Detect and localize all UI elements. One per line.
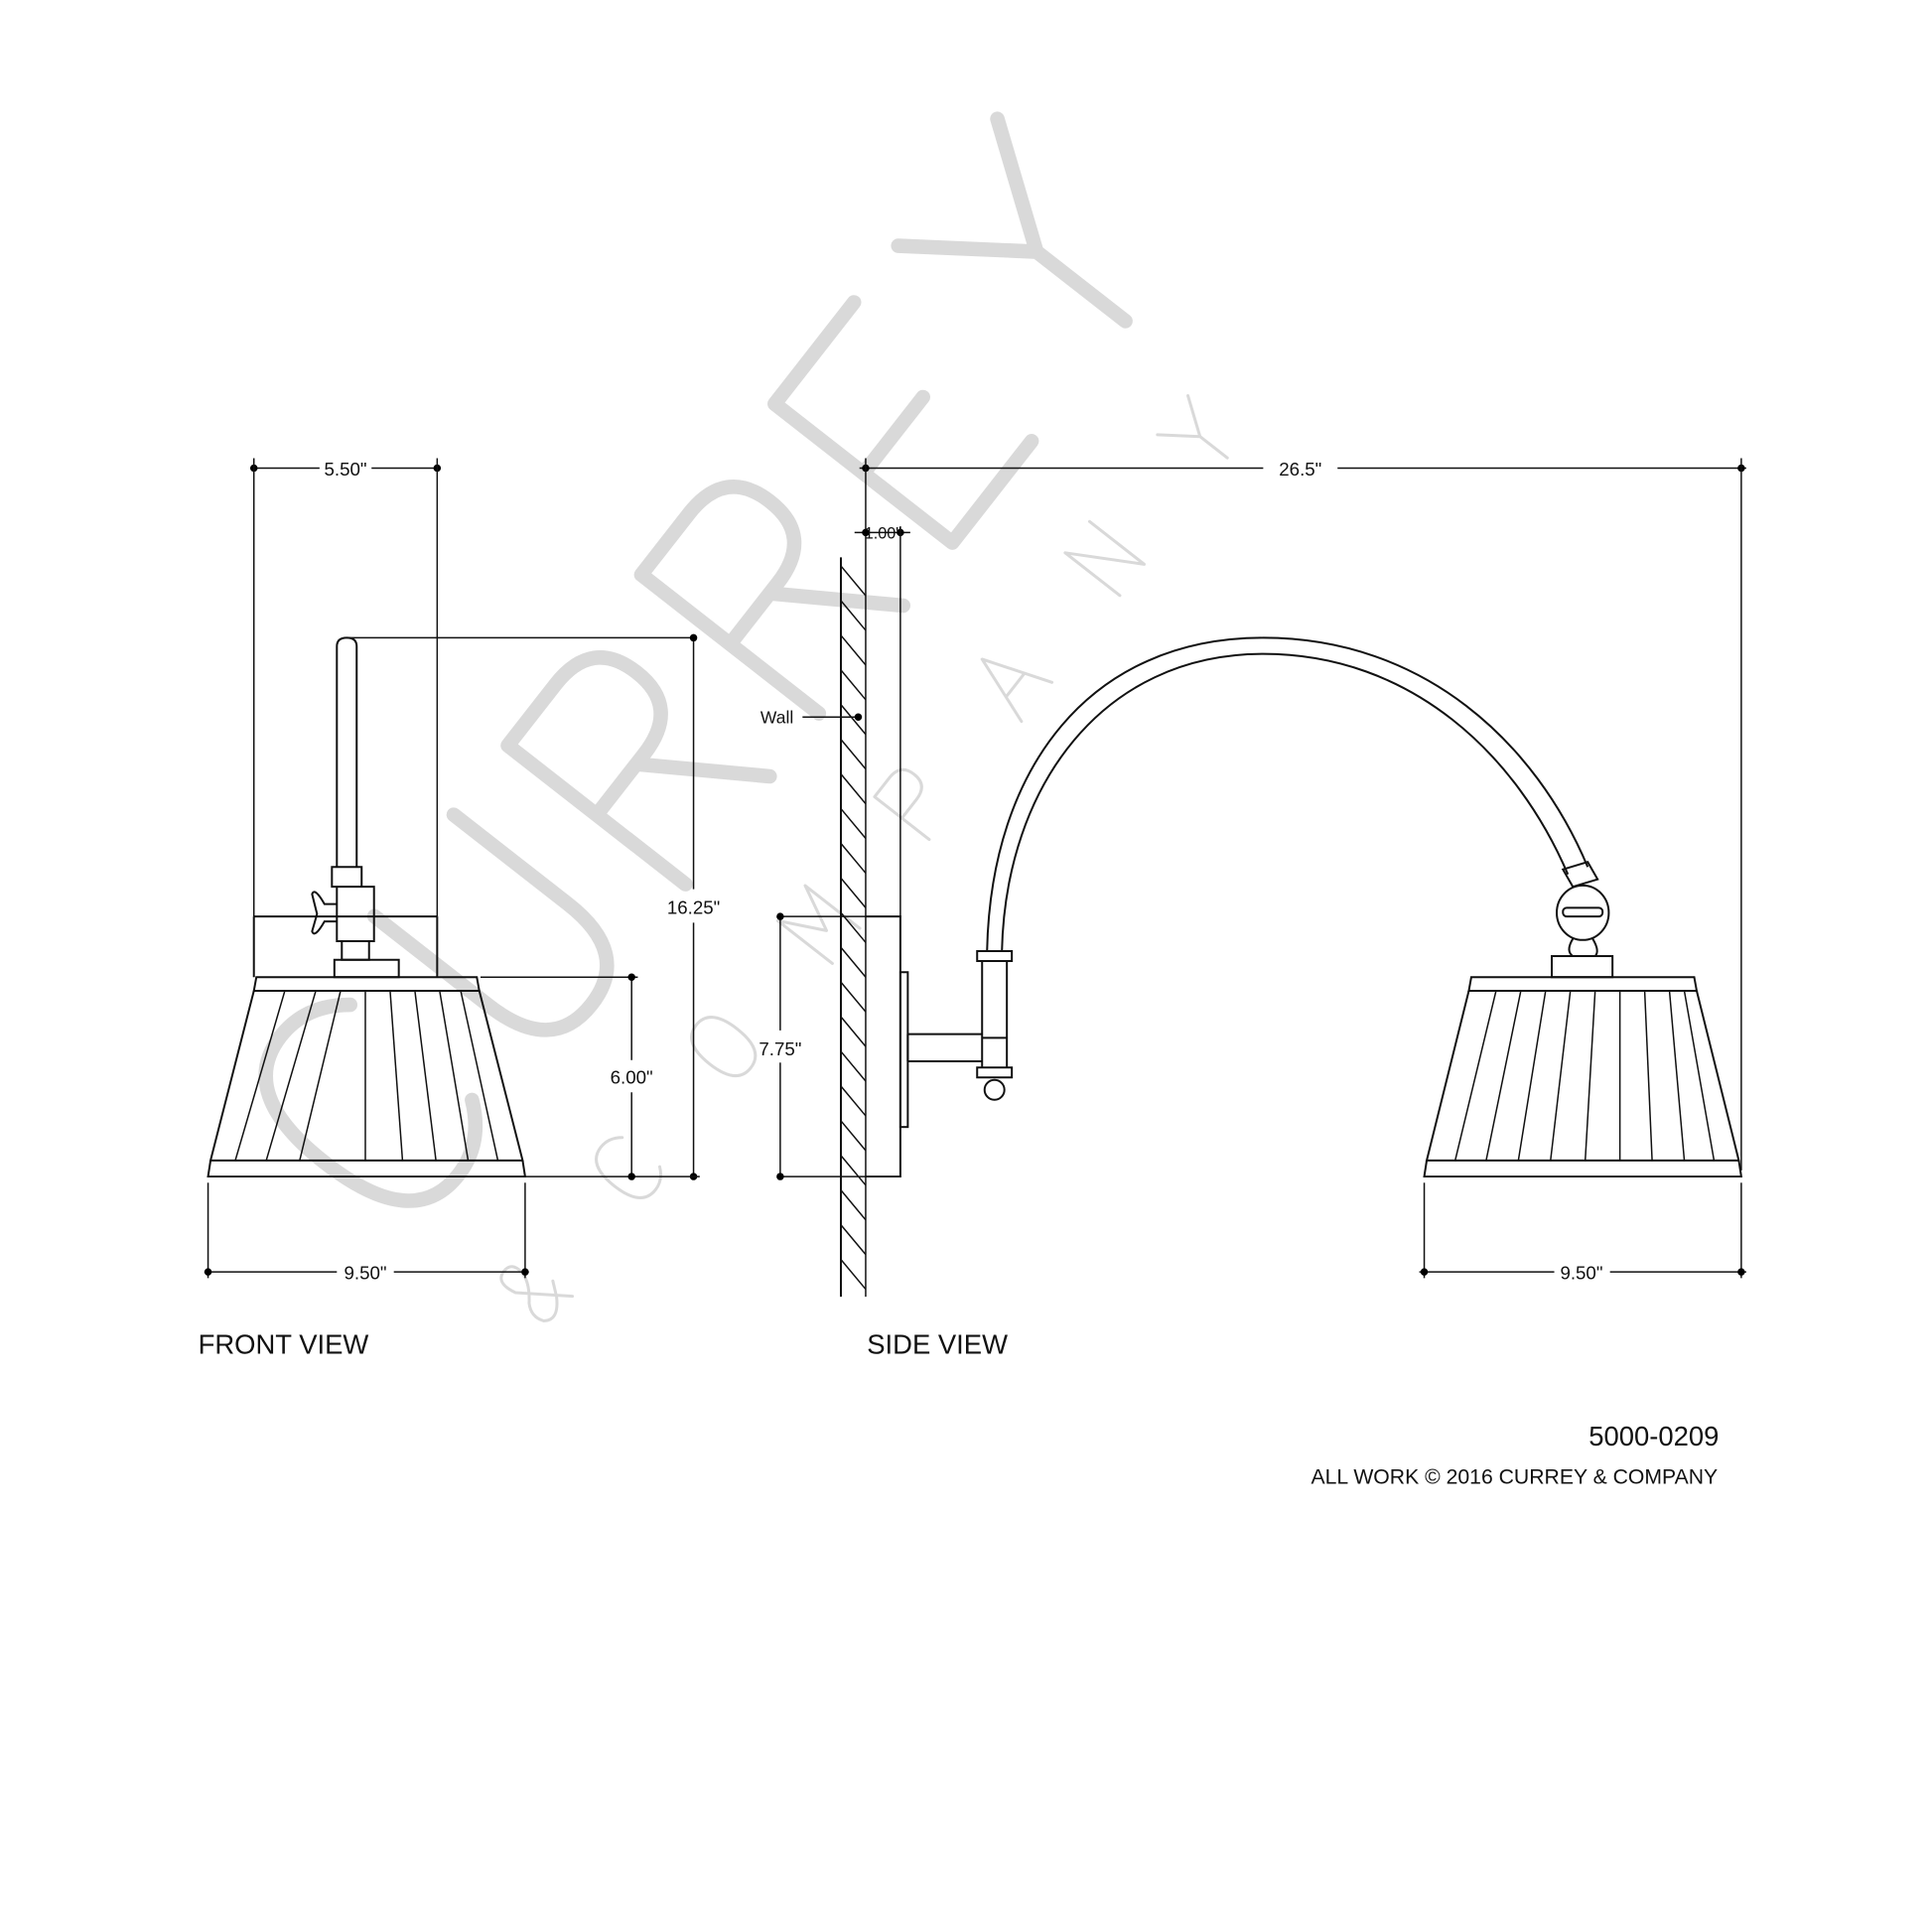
watermark-letter	[980, 657, 1054, 724]
dim-front-shade-width: 9.50"	[344, 1263, 386, 1284]
wall-hatch-line	[840, 808, 867, 839]
dim-front-total-height: 16.25"	[667, 897, 720, 918]
wall-hatch-line	[840, 1259, 867, 1291]
watermark-letter	[767, 295, 1039, 550]
dim-side-backplate-height: 7.75"	[759, 1038, 801, 1059]
watermark-letter	[1063, 519, 1147, 598]
front-view: 5.50" 16.25" 6.00" 9.50" FRONT VIEW	[199, 458, 720, 1359]
part-number: 5000-0209	[1588, 1421, 1719, 1451]
watermark-letter	[500, 650, 777, 892]
wall-hatch-line	[840, 773, 867, 805]
wall-hatch-line	[840, 1120, 867, 1152]
wall-hatch-line	[840, 911, 867, 943]
front-view-title: FRONT VIEW	[199, 1328, 369, 1359]
watermark-letter	[258, 997, 483, 1208]
wall-hatch-line	[840, 946, 867, 978]
wall-hatch-line	[840, 739, 867, 770]
watermark-company	[499, 394, 1229, 1322]
wall-hatch-line	[840, 600, 867, 631]
side-view-title: SIDE VIEW	[867, 1328, 1008, 1359]
wall-label: Wall	[760, 708, 793, 728]
wall-hatch-line	[840, 1050, 867, 1082]
side-view: 26.5" Wall 1.00" 7.75"	[759, 458, 1746, 1359]
watermark	[258, 111, 1229, 1322]
wall-hatch-line	[840, 634, 867, 666]
watermark-letter	[595, 1136, 663, 1199]
wall-hatch-line	[840, 843, 867, 874]
wall-hatch-line	[840, 704, 867, 736]
wall-hatch-line	[840, 669, 867, 701]
copyright: ALL WORK © 2016 CURREY & COMPANY	[1311, 1465, 1719, 1488]
watermark-letter	[499, 1265, 575, 1322]
watermark-letter	[775, 884, 862, 965]
watermark-letter	[633, 480, 910, 721]
wall-hatch-line	[840, 981, 867, 1013]
dim-side-plate-depth: 1.00"	[865, 525, 902, 543]
watermark-letter	[891, 111, 1133, 329]
wall-hatch-line	[840, 565, 867, 597]
watermark-letter	[690, 1016, 758, 1077]
wall-hatch-line	[840, 1155, 867, 1186]
dim-side-shade-width: 9.50"	[1560, 1263, 1602, 1284]
watermark-letter	[366, 807, 615, 1037]
wall-hatch-line	[840, 1085, 867, 1117]
wall-hatching	[840, 565, 867, 1291]
wall-hatch-line	[840, 1189, 867, 1221]
wall-hatch-line	[840, 877, 867, 908]
watermark-letter	[1156, 394, 1229, 460]
wall-hatch-line	[840, 1224, 867, 1256]
dim-front-shade-height: 6.00"	[611, 1067, 653, 1088]
watermark-curry	[258, 111, 1133, 1208]
dim-side-extension: 26.5"	[1279, 459, 1321, 480]
watermark-letter	[873, 767, 931, 842]
dim-front-width-top: 5.50"	[325, 459, 367, 480]
wall-hatch-line	[840, 1016, 867, 1047]
